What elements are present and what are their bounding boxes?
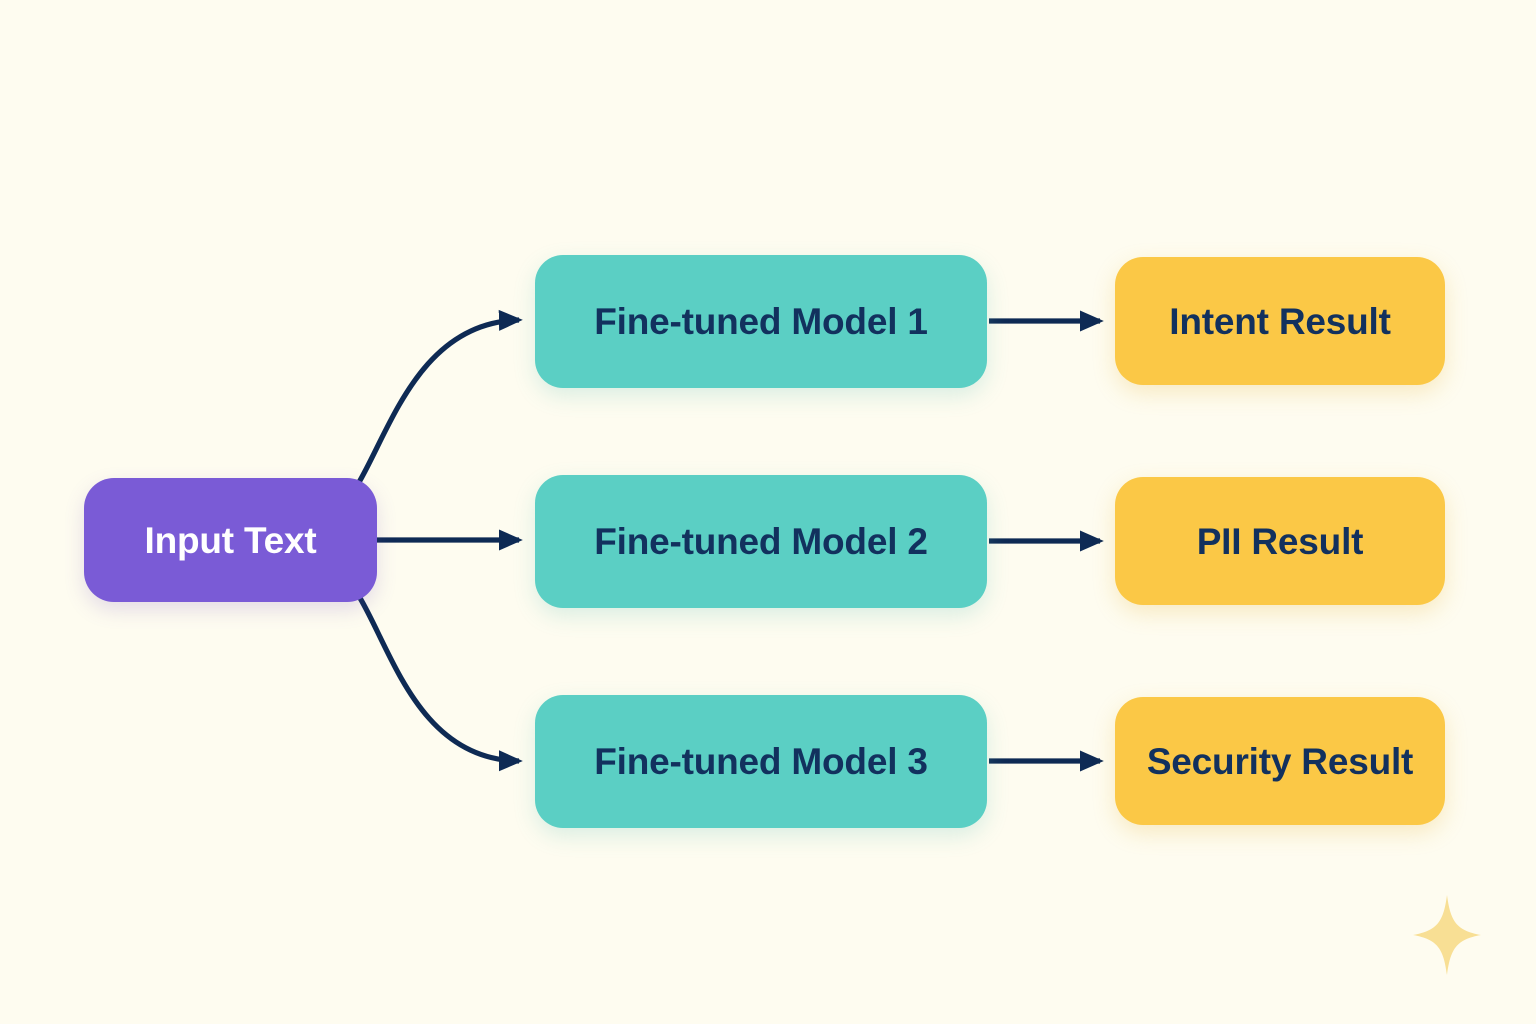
node-pii-result[interactable]: PII Result [1115, 477, 1445, 605]
edge-input-to-model-3 [357, 596, 523, 772]
node-fine-tuned-model-3-label: Fine-tuned Model 3 [594, 741, 928, 782]
edge-input-to-model-1 [355, 309, 523, 486]
node-input-text[interactable]: Input Text [84, 478, 377, 602]
node-pii-result-label: PII Result [1196, 520, 1364, 562]
node-fine-tuned-model-2-label: Fine-tuned Model 2 [594, 521, 928, 562]
node-security-result-label: Security Result [1146, 740, 1414, 782]
sparkle-icon [1413, 895, 1481, 975]
node-fine-tuned-model-1[interactable]: Fine-tuned Model 1 [535, 255, 987, 388]
node-fine-tuned-model-3[interactable]: Fine-tuned Model 3 [535, 695, 987, 828]
node-intent-result[interactable]: Intent Result [1115, 257, 1445, 385]
node-fine-tuned-model-1-label: Fine-tuned Model 1 [594, 301, 928, 342]
node-input-text-label: Input Text [144, 519, 317, 561]
node-intent-result-label: Intent Result [1169, 300, 1391, 342]
node-security-result[interactable]: Security Result [1115, 697, 1445, 825]
node-fine-tuned-model-2[interactable]: Fine-tuned Model 2 [535, 475, 987, 608]
